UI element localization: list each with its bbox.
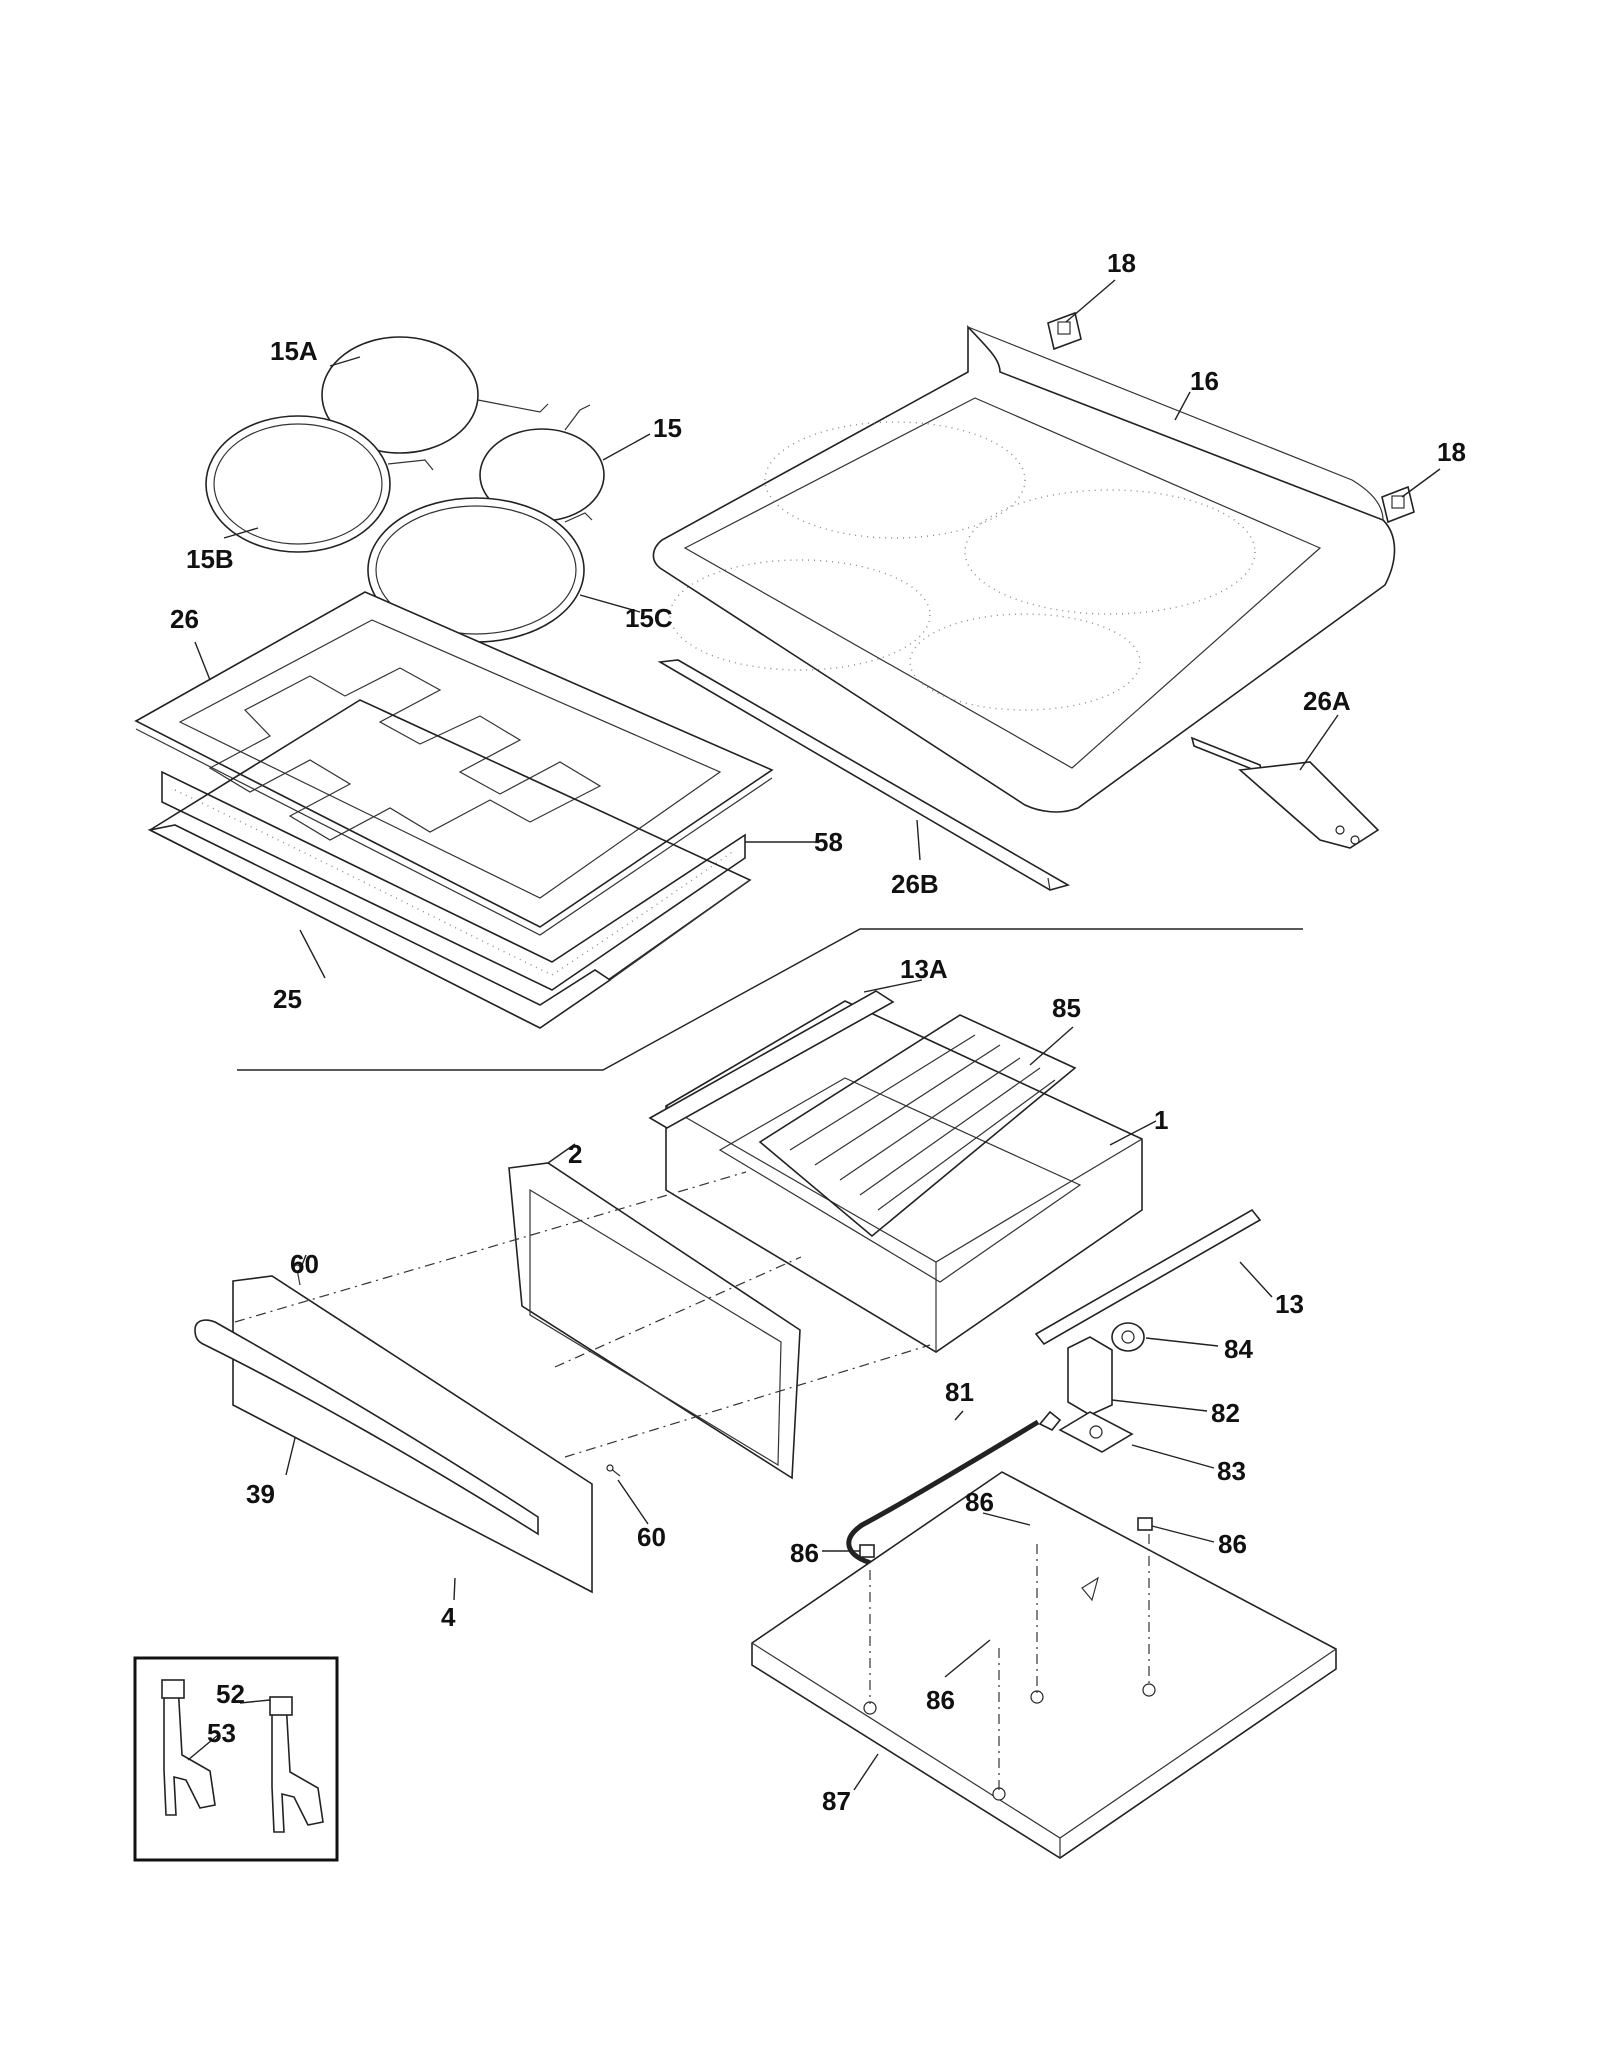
- clip-part-52: [269, 1696, 324, 1833]
- bracket-part-18-top: [1047, 311, 1082, 351]
- bracket-part-82: [1067, 1336, 1113, 1416]
- callout-16: 16: [1190, 366, 1219, 396]
- cooktop-glass-part: [652, 325, 1396, 813]
- radiant-element-part-15a: [321, 336, 549, 454]
- drawer-handle-part-39: [194, 1319, 539, 1536]
- callout-15a: 15A: [270, 336, 318, 366]
- assembly-line: [234, 1171, 747, 1323]
- assembly-line: [554, 1256, 802, 1368]
- inner-door-panel-part-2: [508, 1162, 801, 1480]
- burner-box-part-26: [134, 591, 774, 936]
- callout-26: 26: [170, 604, 199, 634]
- callout-15c: 15C: [625, 603, 673, 633]
- screw-part-60-right: [606, 1464, 621, 1477]
- clip-part-53: [161, 1679, 216, 1816]
- heat-shield-part-25: [147, 699, 752, 1029]
- leader-lines: [187, 279, 1441, 1791]
- callout-15b: 15B: [186, 544, 234, 574]
- callout-83: 83: [1217, 1456, 1246, 1486]
- drawer-body-part-1: [665, 1000, 1143, 1353]
- radiant-element-part-15b: [205, 415, 434, 553]
- screw-part-60-top: [293, 1263, 301, 1286]
- callout-86-bottom: 86: [926, 1685, 955, 1715]
- section-divider-line: [237, 928, 1303, 1071]
- callout-18-top: 18: [1107, 248, 1136, 278]
- callout-58: 58: [814, 827, 843, 857]
- trim-part-26a: [1190, 736, 1380, 849]
- insulation-part-58: [161, 770, 746, 991]
- bracket-part-84: [1111, 1322, 1145, 1352]
- drawer-slide-part-13: [1034, 1208, 1262, 1346]
- callout-4: 4: [441, 1602, 456, 1632]
- callout-13a: 13A: [900, 954, 948, 984]
- callout-26a: 26A: [1303, 686, 1351, 716]
- callout-84: 84: [1224, 1334, 1253, 1364]
- callout-82: 82: [1211, 1398, 1240, 1428]
- callout-86-right: 86: [1218, 1529, 1247, 1559]
- drawer-front-part-4: [232, 1275, 593, 1594]
- callout-60-top: 60: [290, 1249, 319, 1279]
- callout-26b: 26B: [891, 869, 939, 899]
- drawer-slide-part-13a: [648, 990, 895, 1129]
- base-tray-part-87: [751, 1471, 1337, 1859]
- callout-labels: 18 16 18 15A 15 15B 15C 26 26A 26B 58 25…: [170, 248, 1466, 1816]
- callout-86-left: 86: [790, 1538, 819, 1568]
- wire-rack-part-85: [758, 1014, 1077, 1238]
- callout-87: 87: [822, 1786, 851, 1816]
- callout-1: 1: [1154, 1105, 1168, 1135]
- callout-86-center: 86: [965, 1487, 994, 1517]
- bracket-part-18-right: [1381, 485, 1415, 524]
- inset-box: [133, 1656, 339, 1862]
- callout-15: 15: [653, 413, 682, 443]
- callout-2: 2: [568, 1139, 582, 1169]
- callout-39: 39: [246, 1479, 275, 1509]
- callout-13: 13: [1275, 1289, 1304, 1319]
- callout-85: 85: [1052, 993, 1081, 1023]
- plate-part-83: [1058, 1411, 1134, 1453]
- callout-18-right: 18: [1437, 437, 1466, 467]
- callout-52: 52: [216, 1679, 245, 1709]
- callout-60-right: 60: [637, 1522, 666, 1552]
- callout-81: 81: [945, 1377, 974, 1407]
- callout-25: 25: [273, 984, 302, 1014]
- callout-53: 53: [207, 1718, 236, 1748]
- trim-part-26b: [657, 659, 1071, 891]
